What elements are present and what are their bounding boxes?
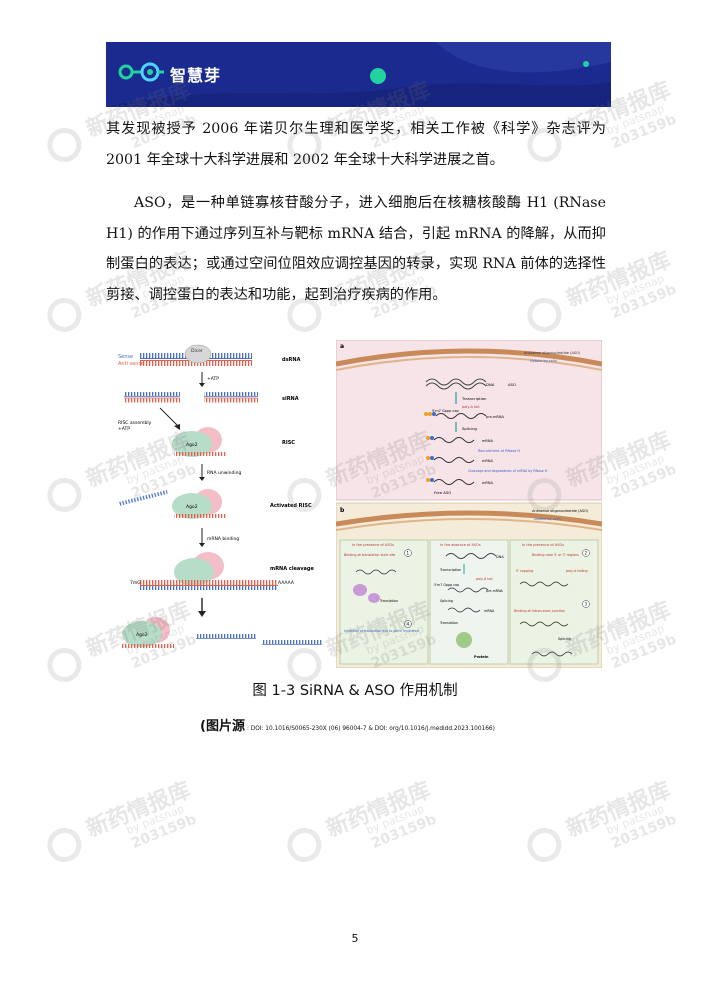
- paragraph-1: 其发现被授予 2006 年诺贝尔生理和医学奖，相关工作被《科学》杂志评为 200…: [106, 121, 606, 168]
- label-pre-mrna-b: pre-mRNA: [486, 589, 504, 593]
- figure-source: (图片源: DOI: 10.1016/S0065-230X (06) 96004…: [200, 715, 495, 734]
- label-recruitment: Recruitment of RNase H: [478, 449, 520, 453]
- banner-decoration: [106, 42, 611, 107]
- stage-risc: RISC: [282, 440, 295, 446]
- paragraph-2: ASO，是一种单链寡核苷酸分子，进入细胞后在核糖核酸酶 H1 (RNase H1…: [106, 195, 606, 303]
- label-7mg: 7mG: [130, 580, 141, 586]
- stage-dsrna: dsRNA: [282, 357, 301, 363]
- label-mrna-a2: mRNA: [482, 459, 493, 463]
- label-protein: Protein: [474, 655, 489, 659]
- label-free-aso: Free ASO: [434, 490, 451, 495]
- label-ago2-1: Ago2: [186, 442, 198, 448]
- logo-text: 智慧芽: [170, 66, 222, 85]
- presence-box-left: [339, 539, 429, 665]
- green-dot-small: [583, 61, 589, 67]
- label-transcription-b: Transcription: [439, 568, 461, 572]
- stage-sirna: siRNA: [282, 396, 299, 402]
- label-mrna-a1: mRNA: [482, 439, 493, 443]
- label-dna-a: DNA: [486, 382, 495, 387]
- label-five-cap: 5' capping: [516, 569, 533, 573]
- stage-activated-risc: Activated RISC: [270, 503, 312, 509]
- label-ago2-3: Ago2: [136, 632, 148, 638]
- num-2: 2: [585, 551, 588, 556]
- protein-shape: [456, 632, 472, 648]
- label-binding-junction: Binding at intron-exon junction: [514, 609, 565, 613]
- logo-icon: [118, 62, 164, 82]
- label-ago2-2: Ago2: [186, 504, 198, 510]
- figure-caption: 图 1-3 SiRNA & ASO 作用机制: [252, 683, 458, 699]
- label-splicing-right: Splicing: [558, 637, 571, 641]
- source-label: (图片源: [200, 719, 245, 734]
- label-polya-tail-a: poly-A tail: [462, 405, 480, 409]
- label-cap-b: 5'm7 Gppp cap: [434, 583, 459, 587]
- aso-mechanism-diagram: a Antisense oligonucleotide (ASO) Uptake…: [336, 340, 602, 668]
- label-risc-assembly: RISC assembly: [118, 420, 152, 426]
- label-cap-a: 5'm7 Gppp cap: [432, 409, 459, 413]
- label-antisense: Anti sense: [118, 361, 144, 367]
- label-mrna-b: mRNA: [484, 609, 495, 613]
- label-splicing-b: Splicing: [440, 599, 453, 603]
- num-3: 3: [585, 602, 588, 607]
- label-splicing-a: Splicing: [462, 426, 477, 431]
- dicer-shape: [184, 344, 212, 364]
- label-binding-utr: Binding near 5' or 3' regions: [532, 553, 579, 557]
- legend-uptake-b: Uptake by cells: [534, 517, 561, 521]
- label-mrna-a3: mRNA: [482, 481, 493, 485]
- legend-aso-a: Antisense oligonucleotide (ASO): [524, 351, 581, 355]
- label-absence: In the absence of ASOs: [440, 543, 481, 547]
- label-inhibition: Inhibition of translation due to steric …: [344, 629, 419, 633]
- num-1: 1: [407, 551, 410, 556]
- label-presence-right: In the presence of ASOs: [522, 543, 564, 547]
- label-translation-b: Translation: [439, 621, 458, 625]
- stage-mrna-cleavage: mRNA cleavage: [270, 566, 315, 572]
- label-transcription-a: Transcription: [461, 396, 487, 401]
- label-aso-a: ASO: [508, 382, 516, 387]
- legend-aso-b: Antisense oligonucleotide (ASO): [532, 509, 589, 513]
- label-polya: AAAAA: [278, 580, 295, 586]
- label-dna-b: DNA: [496, 555, 504, 559]
- panel-a-label: a: [340, 343, 344, 350]
- label-translation-left: Translation: [379, 599, 398, 603]
- label-rna-unwinding: RNA unwinding: [207, 470, 241, 476]
- label-mrna-binding: mRNA binding: [207, 536, 239, 542]
- green-dot-large: [370, 68, 386, 84]
- label-cleavage: Cleavage and degradation of mRNA by RNas…: [468, 469, 548, 473]
- sirna-mechanism-diagram: Sense Anti sense Dicer dsRNA +ATP siRNA …: [118, 344, 322, 648]
- label-polya-tailing: poly-A tailing: [566, 569, 588, 573]
- figure: Sense Anti sense Dicer dsRNA +ATP siRNA …: [110, 340, 602, 668]
- label-atp2: +ATP: [118, 426, 130, 432]
- label-polya-tail-b: poly-A tail: [476, 577, 493, 581]
- label-dicer: Dicer: [191, 348, 203, 354]
- label-binding-start: Binding at translation start site: [344, 553, 395, 557]
- header-banner: 智慧芽: [106, 42, 611, 107]
- legend-uptake-a: Uptake by cells: [530, 359, 557, 363]
- label-atp1: +ATP: [207, 376, 219, 382]
- label-presence-left: In the presence of ASOs: [352, 543, 394, 547]
- panel-b-label: b: [340, 507, 345, 514]
- source-doi: : DOI: 10.1016/S0065-230X (06) 96004-7 &…: [246, 726, 495, 732]
- num-4: 4: [407, 622, 410, 627]
- label-sense: Sense: [118, 354, 133, 360]
- page-number: 5: [351, 932, 359, 945]
- label-pre-mrna-a: pre-mRNA: [486, 415, 504, 419]
